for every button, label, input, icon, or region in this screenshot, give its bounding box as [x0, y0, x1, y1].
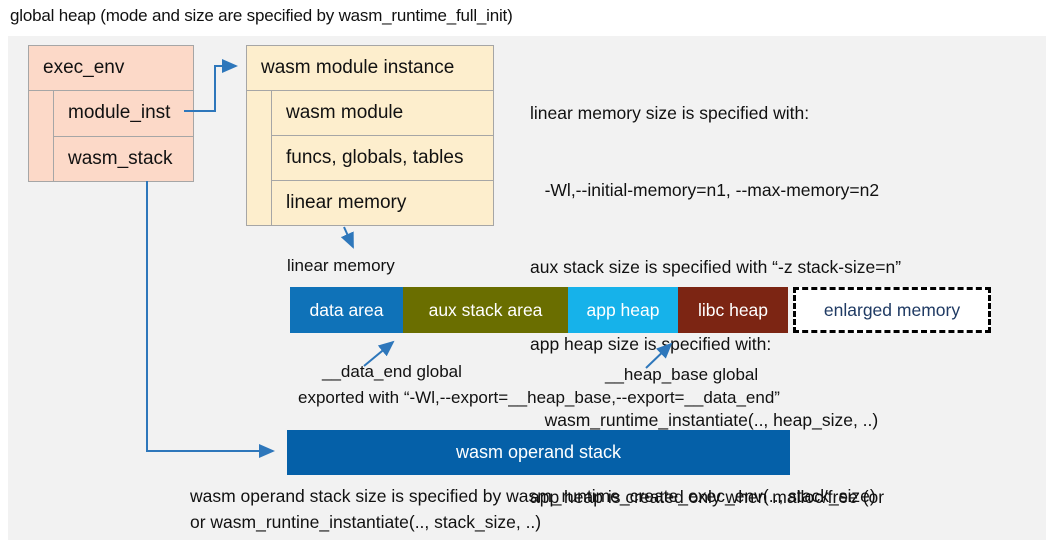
note-line: wasm operand stack size is specified by … — [190, 486, 876, 506]
linker-notes: linear memory size is specified with: -W… — [530, 50, 901, 547]
operand-stack-note: wasm operand stack size is specified by … — [190, 483, 876, 535]
note-line: aux stack size is specified with “-z sta… — [530, 256, 902, 277]
module-instance-indent — [247, 91, 272, 225]
exec-env-box: exec_env module_inst wasm_stack — [28, 45, 194, 182]
global-heap-panel: exec_env module_inst wasm_stack wasm mod… — [8, 36, 1046, 540]
module-instance-row-funcs-globals-tables: funcs, globals, tables — [272, 136, 493, 181]
wasm-operand-stack-bar: wasm operand stack — [287, 430, 790, 475]
note-line: app heap is created only when malloc/fre… — [530, 487, 885, 508]
note-line: linear memory size is specified with: — [530, 103, 810, 124]
wasm-operand-stack-label: wasm operand stack — [455, 442, 622, 462]
note-line: -Wl,--initial-memory=n1, --max-memory=n2 — [530, 179, 880, 200]
linear-memory-bar: data area aux stack area app heap libc h… — [290, 287, 991, 333]
module-instance-row-linear-memory: linear memory — [286, 192, 407, 213]
exec-env-header: exec_env — [29, 46, 193, 91]
linear-memory-label: linear memory — [287, 256, 395, 275]
module-instance-header: wasm module instance — [247, 46, 493, 91]
exported-with-label: exported with “-Wl,--export=__heap_base,… — [298, 388, 780, 407]
segment-data-area: data area — [290, 287, 403, 333]
module-instance-row-wasm-module: wasm module — [272, 91, 493, 136]
page-title: global heap (mode and size are specified… — [10, 6, 513, 25]
exec-env-row-module-inst: module_inst — [54, 91, 193, 137]
exec-env-indent — [29, 91, 54, 181]
note-line: app heap size is specified with: — [530, 333, 772, 354]
segment-aux-stack-area: aux stack area — [403, 287, 568, 333]
note-line: wasm_runtime_instantiate(.., heap_size, … — [530, 410, 879, 431]
segment-libc-heap: libc heap — [678, 287, 788, 333]
note-line: or wasm_runtine_instantiate(.., stack_si… — [190, 512, 542, 532]
heap-base-global-label: __heap_base global — [605, 365, 759, 384]
segment-app-heap: app heap — [568, 287, 678, 333]
module-instance-box: wasm module instance wasm module funcs, … — [246, 45, 494, 226]
segment-enlarged-memory: enlarged memory — [793, 287, 991, 333]
exec-env-row-wasm-stack: wasm_stack — [68, 147, 173, 169]
data-end-global-label: __data_end global — [322, 362, 462, 381]
